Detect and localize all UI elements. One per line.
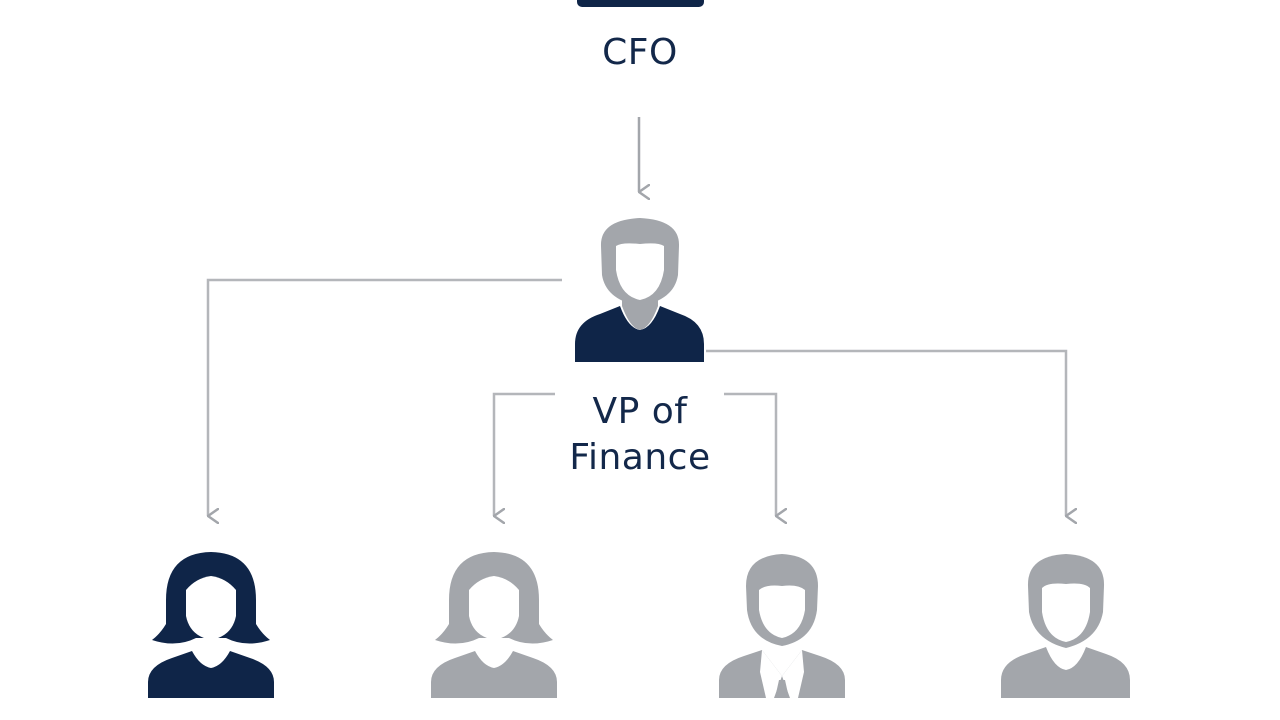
report-1-person-female-icon: [148, 552, 274, 698]
cfo-label: CFO: [602, 32, 678, 73]
report-2-person-female-icon: [431, 552, 557, 698]
connector-vp-to-report-2: [492, 392, 555, 516]
cfo-node: [577, 0, 704, 7]
report-1-face: [186, 576, 236, 640]
report-3-tie: [775, 680, 789, 698]
vp-label-line-1: VP of: [592, 391, 688, 432]
report-2-body: [431, 651, 557, 698]
report-3-lapel-left: [760, 650, 782, 698]
report-2-face: [469, 576, 519, 640]
report-3-body: [719, 650, 845, 698]
report-3-face: [759, 585, 805, 638]
connector-vp-to-report-4: [706, 349, 1066, 516]
report-3-person-male-suit-icon: [719, 554, 845, 698]
report-3-lapel-right: [782, 650, 804, 698]
report-1-body: [148, 651, 274, 698]
vp-label-line-2: Finance: [569, 437, 711, 478]
connector-vp-to-report-3: [724, 392, 776, 516]
vp-label: VP of Finance: [540, 389, 740, 481]
connector-vp-to-report-1: [206, 278, 562, 516]
report-4-person-male-icon: [1001, 554, 1130, 698]
report-4-body: [1001, 647, 1130, 698]
vp-body: [575, 306, 704, 362]
cfo-block-icon: [577, 0, 704, 7]
report-4-face: [1042, 583, 1090, 642]
vp-face: [616, 243, 664, 300]
vp-person-male-icon: [575, 218, 704, 362]
